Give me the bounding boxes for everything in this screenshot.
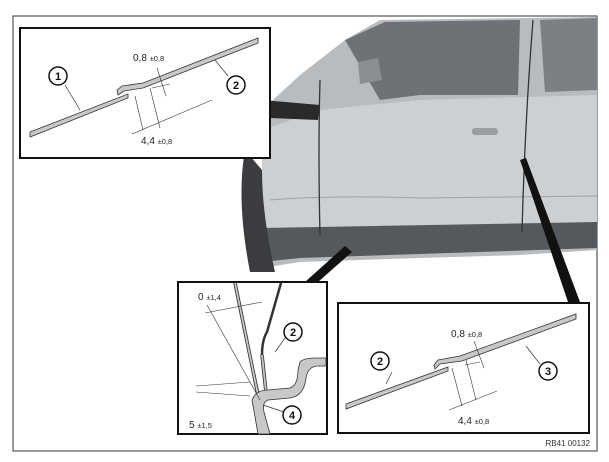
callout-4 [282, 405, 302, 425]
callout-2-label: 2 [377, 356, 383, 368]
overlap-dimension: 4,4 ±0,8 [458, 416, 489, 427]
callout-2 [283, 322, 303, 342]
pointer-arrow-3 [520, 158, 580, 302]
rear-door-edge [521, 19, 534, 233]
callout-3 [538, 361, 558, 381]
panel-3 [433, 313, 577, 370]
callout-3-label: 3 [545, 366, 551, 378]
callout-2-label: 2 [290, 327, 296, 339]
panel-1 [29, 93, 129, 138]
callout-1 [48, 66, 68, 86]
gap-dimension: 0,8 ±0,8 [133, 53, 164, 64]
clearance-dimension: 5 ±1,5 [189, 420, 212, 431]
pointer-arrow-2 [305, 246, 352, 282]
overlap-dimension: 4,4 ±0,8 [141, 136, 172, 147]
front-door-edge [318, 79, 321, 236]
callout-2-label: 2 [233, 80, 239, 92]
detail-top-left: 1 2 0,8 ±0,8 4,4 ±0,8 [19, 27, 271, 159]
callout-1-label: 1 [55, 71, 61, 83]
panel-2 [116, 37, 259, 96]
detail-bottom-right: 2 3 0,8 ±0,8 4,4 ±0,8 [337, 302, 590, 434]
mirror [358, 58, 382, 84]
callout-4-label: 4 [289, 410, 296, 422]
figure-id: RB41 00132 [546, 439, 591, 448]
callout-2 [370, 351, 390, 371]
flush-dimension: 0 ±1,4 [198, 292, 221, 303]
panel-2 [345, 366, 449, 410]
pointer-arrow-1 [262, 100, 320, 120]
door-handle [472, 128, 498, 135]
wheel-arch [241, 150, 275, 272]
detail-bottom-left: 2 4 0 ±1,4 5 ±1,5 [177, 281, 328, 435]
detail-frame [177, 281, 328, 435]
car-illustration [241, 17, 598, 302]
sill-panel [251, 357, 327, 435]
callout-2 [226, 75, 246, 95]
gap-dimension: 0,8 ±0,8 [451, 329, 482, 340]
